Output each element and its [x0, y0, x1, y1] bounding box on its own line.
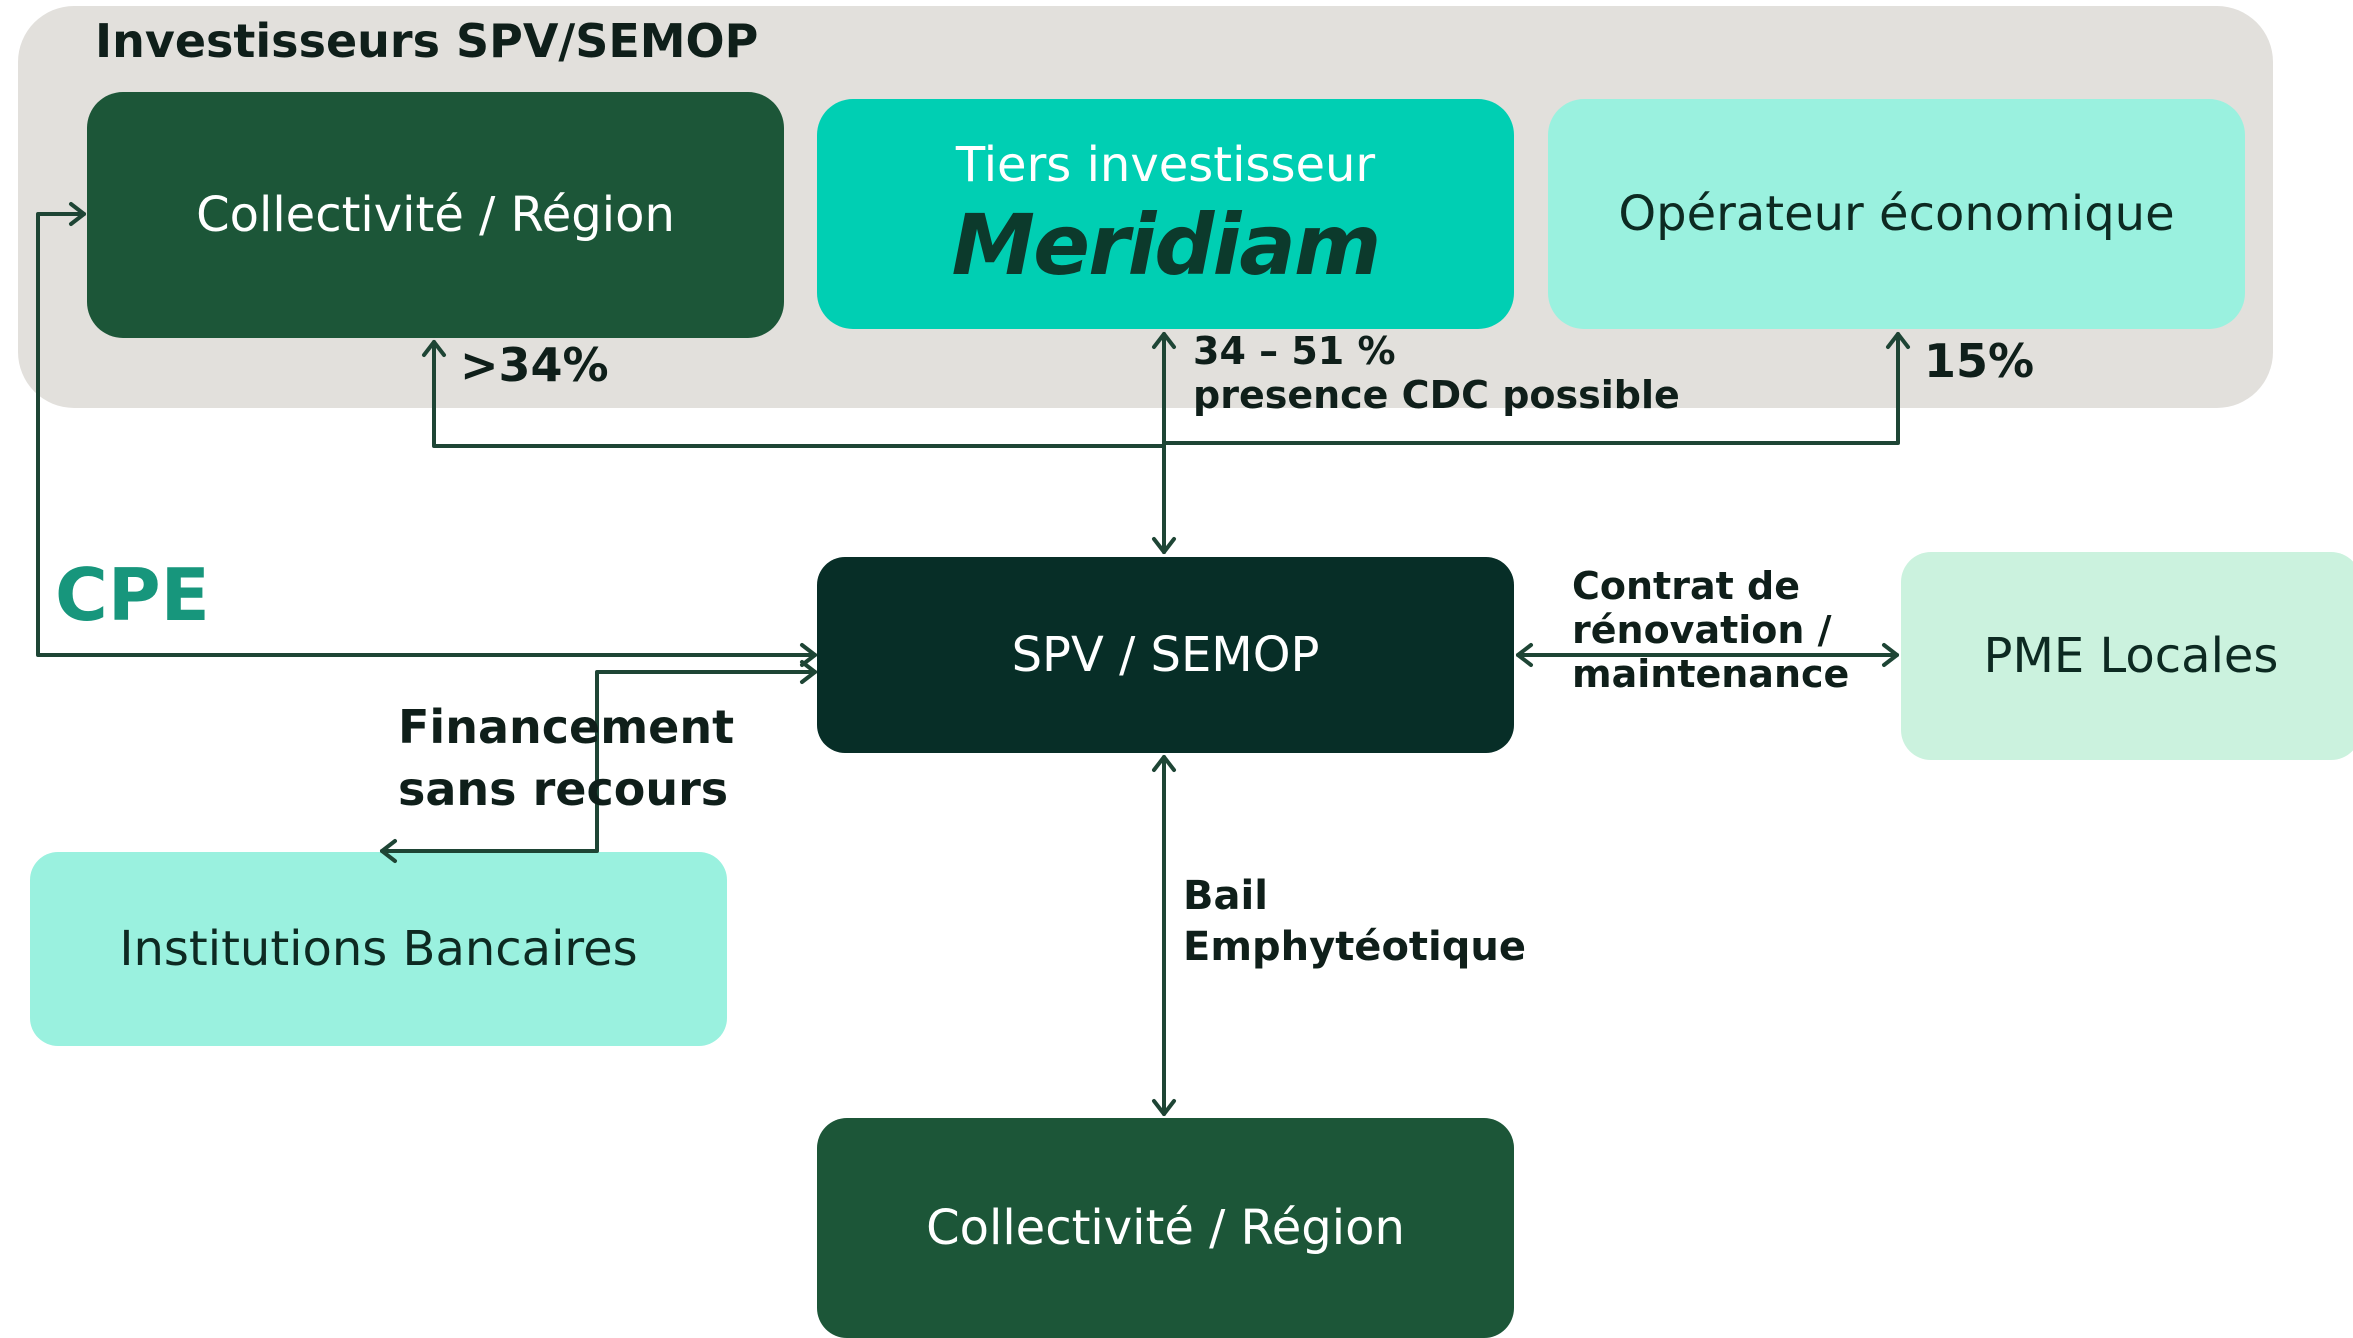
label-financement-1: Financement: [398, 700, 735, 754]
arrow-tiers: [1152, 332, 1176, 349]
arrow-cpe-spv: [800, 643, 817, 667]
node-collectivite-top[interactable]: Collectivité / Région: [87, 92, 784, 338]
arrow-bail-collectivite: [1152, 1099, 1176, 1116]
group-title: Investisseurs SPV/SEMOP: [95, 14, 759, 68]
label-bail-2: Emphytéotique: [1183, 924, 1526, 970]
node-operateur-label: Opérateur économique: [1618, 186, 2175, 242]
node-pme-label: PME Locales: [1983, 628, 2279, 684]
node-pme[interactable]: PME Locales: [1901, 552, 2353, 760]
label-contrat-3: maintenance: [1572, 652, 1850, 696]
node-tiers-investisseur[interactable]: Tiers investisseur Meridiam: [817, 99, 1514, 329]
label-pct-tiers-2: presence CDC possible: [1193, 373, 1680, 417]
label-pct-tiers-1: 34 – 51 %: [1193, 329, 1396, 373]
node-banques[interactable]: Institutions Bancaires: [30, 852, 727, 1046]
arrow-bail-spv: [1152, 755, 1176, 772]
node-tiers-title: Tiers investisseur: [955, 137, 1376, 193]
edge-financement: [380, 670, 817, 853]
arrow-collectivite: [422, 340, 446, 357]
arrow-contrat-spv: [1516, 643, 1533, 667]
arrow-cpe-collectivite: [69, 202, 86, 226]
label-pct-collectivite: >34%: [460, 338, 609, 392]
arrow-spv-top: [1152, 537, 1176, 554]
node-collectivite-bottom-label: Collectivité / Région: [926, 1200, 1405, 1256]
node-collectivite-top-label: Collectivité / Région: [196, 187, 675, 243]
label-pct-operateur: 15%: [1924, 334, 2035, 388]
node-collectivite-bottom[interactable]: Collectivité / Région: [817, 1118, 1514, 1338]
edge-spv-operateur: [1162, 332, 1900, 445]
node-operateur[interactable]: Opérateur économique: [1548, 99, 2245, 329]
edge-cpe: [36, 212, 817, 657]
arrow-financement-banques: [380, 839, 397, 863]
label-bail-1: Bail: [1183, 873, 1268, 919]
arrow-contrat-pme: [1882, 643, 1899, 667]
label-cpe: CPE: [55, 553, 210, 637]
label-contrat-1: Contrat de: [1572, 564, 1800, 608]
label-contrat-2: rénovation /: [1572, 608, 1832, 652]
arrow-operateur: [1886, 332, 1910, 349]
node-banques-label: Institutions Bancaires: [119, 921, 638, 977]
node-spv-label: SPV / SEMOP: [1011, 627, 1320, 683]
node-spv[interactable]: SPV / SEMOP: [817, 557, 1514, 753]
arrow-financement-spv: [800, 660, 817, 684]
meridiam-logo: Meridiam: [951, 196, 1382, 294]
label-financement-2: sans recours: [398, 762, 729, 816]
